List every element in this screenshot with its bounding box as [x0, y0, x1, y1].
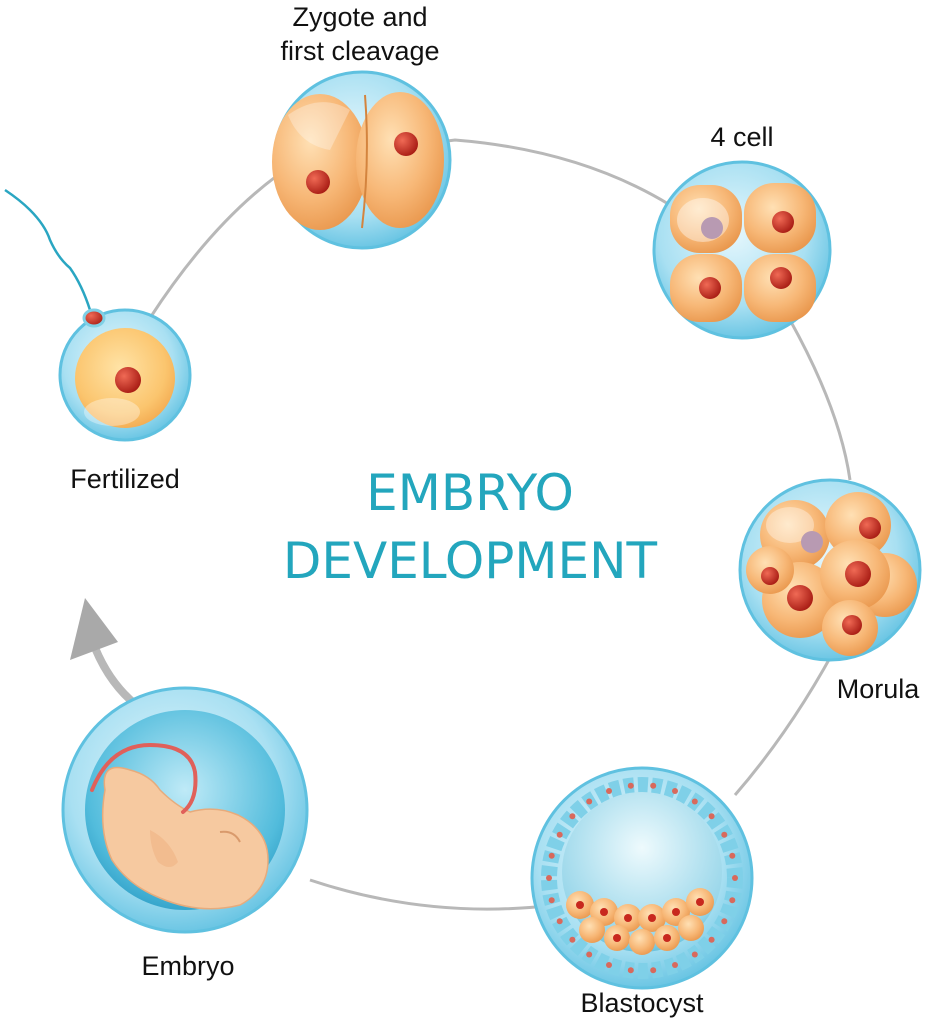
trophoblast-nucleus [691, 798, 698, 805]
icm-nucleus [696, 898, 704, 906]
trophoblast-nucleus [672, 962, 678, 968]
zygote-cleavage-line [361, 94, 368, 229]
embryo-body [101, 766, 269, 910]
icm-cell [629, 929, 655, 955]
morula-highlight [766, 507, 814, 543]
morula-nucleus-2 [859, 517, 881, 539]
morula-nucleus-6 [761, 567, 779, 585]
zygote-nucleus-1 [306, 170, 330, 194]
trophoblast-nucleus [586, 798, 593, 805]
trophoblast-nucleus [708, 813, 715, 820]
four-cell-nucleus-1 [701, 217, 723, 239]
icm-nucleus [624, 914, 632, 922]
four-cell-highlight [677, 198, 729, 242]
cycle-arrowhead [70, 598, 118, 660]
zygote-nucleus-2 [394, 132, 418, 156]
morula-cell-2 [825, 492, 891, 558]
icm-nucleus [648, 914, 656, 922]
trophoblast-nucleus [546, 875, 552, 881]
label-four-cell: 4 cell [710, 122, 773, 152]
four-cell-nucleus-3 [699, 277, 721, 299]
title-line-1: EMBRYO [366, 464, 574, 522]
morula-nucleus-5 [842, 615, 862, 635]
trophoblast-nucleus [627, 967, 634, 974]
trophoblast-nucleus [650, 967, 657, 974]
egg-highlight [84, 398, 140, 426]
four-cell-nucleus-2 [772, 211, 794, 233]
stage-fertilized: Fertilized [4, 188, 192, 494]
label-morula: Morula [837, 674, 921, 704]
trophoblast-nucleus [729, 897, 736, 904]
sperm-tail [4, 188, 92, 311]
stage-blastocyst: Blastocyst [530, 766, 754, 1018]
blastocyst-trophoblast-nuclei [546, 782, 738, 974]
embryo-limb [150, 830, 178, 867]
trophoblast-nucleus [569, 813, 576, 820]
trophoblast-nucleus [721, 831, 728, 838]
stage-morula: Morula [738, 478, 922, 704]
zygote-cell-left [272, 94, 368, 230]
stage-zygote: Zygote and first cleavage [272, 2, 452, 250]
morula-nucleus-4 [787, 585, 813, 611]
icm-nucleus [672, 908, 680, 916]
icm-cell [579, 917, 605, 943]
sperm-head [82, 308, 106, 328]
trophoblast-nucleus [721, 918, 728, 925]
fertilized-nucleus [115, 367, 141, 393]
stage-four-cell: 4 cell [652, 122, 832, 340]
trophoblast-nucleus [606, 962, 612, 968]
label-zygote-line-2: first cleavage [280, 36, 439, 66]
trophoblast-nucleus [556, 831, 563, 838]
zygote-cell-right [356, 92, 444, 228]
label-blastocyst: Blastocyst [580, 988, 704, 1018]
label-fertilized: Fertilized [70, 464, 180, 494]
label-zygote-line-1: Zygote and [292, 2, 427, 32]
trophoblast-nucleus [732, 875, 738, 881]
trophoblast-nucleus [672, 788, 678, 794]
trophoblast-nucleus [729, 852, 736, 859]
title-line-2: DEVELOPMENT [283, 532, 658, 590]
trophoblast-nucleus [691, 951, 698, 958]
embryo-head-detail [219, 830, 241, 843]
morula-nucleus-3 [845, 561, 871, 587]
trophoblast-nucleus [548, 897, 555, 904]
icm-cell [678, 915, 704, 941]
morula-nucleus-1 [801, 531, 823, 553]
trophoblast-nucleus [627, 782, 634, 789]
trophoblast-nucleus [586, 951, 593, 958]
trophoblast-nucleus [650, 782, 657, 789]
diagram-title: EMBRYO DEVELOPMENT [283, 464, 658, 590]
icm-nucleus [576, 901, 584, 909]
four-cell-nucleus-4 [770, 267, 792, 289]
trophoblast-nucleus [556, 918, 563, 925]
zygote-highlight [288, 102, 350, 150]
trophoblast-nucleus [548, 852, 555, 859]
icm-nucleus [613, 934, 621, 942]
blastocyst-inner-cell-mass [566, 888, 714, 955]
label-embryo: Embryo [141, 951, 234, 981]
cycle-ring [70, 138, 852, 911]
trophoblast-nucleus [569, 936, 576, 943]
cycle-path [148, 138, 852, 911]
icm-nucleus [663, 934, 671, 942]
umbilical-cord [90, 742, 198, 814]
stage-embryo: Embryo [61, 686, 309, 981]
trophoblast-nucleus [708, 936, 715, 943]
trophoblast-nucleus [606, 788, 612, 794]
icm-nucleus [600, 908, 608, 916]
